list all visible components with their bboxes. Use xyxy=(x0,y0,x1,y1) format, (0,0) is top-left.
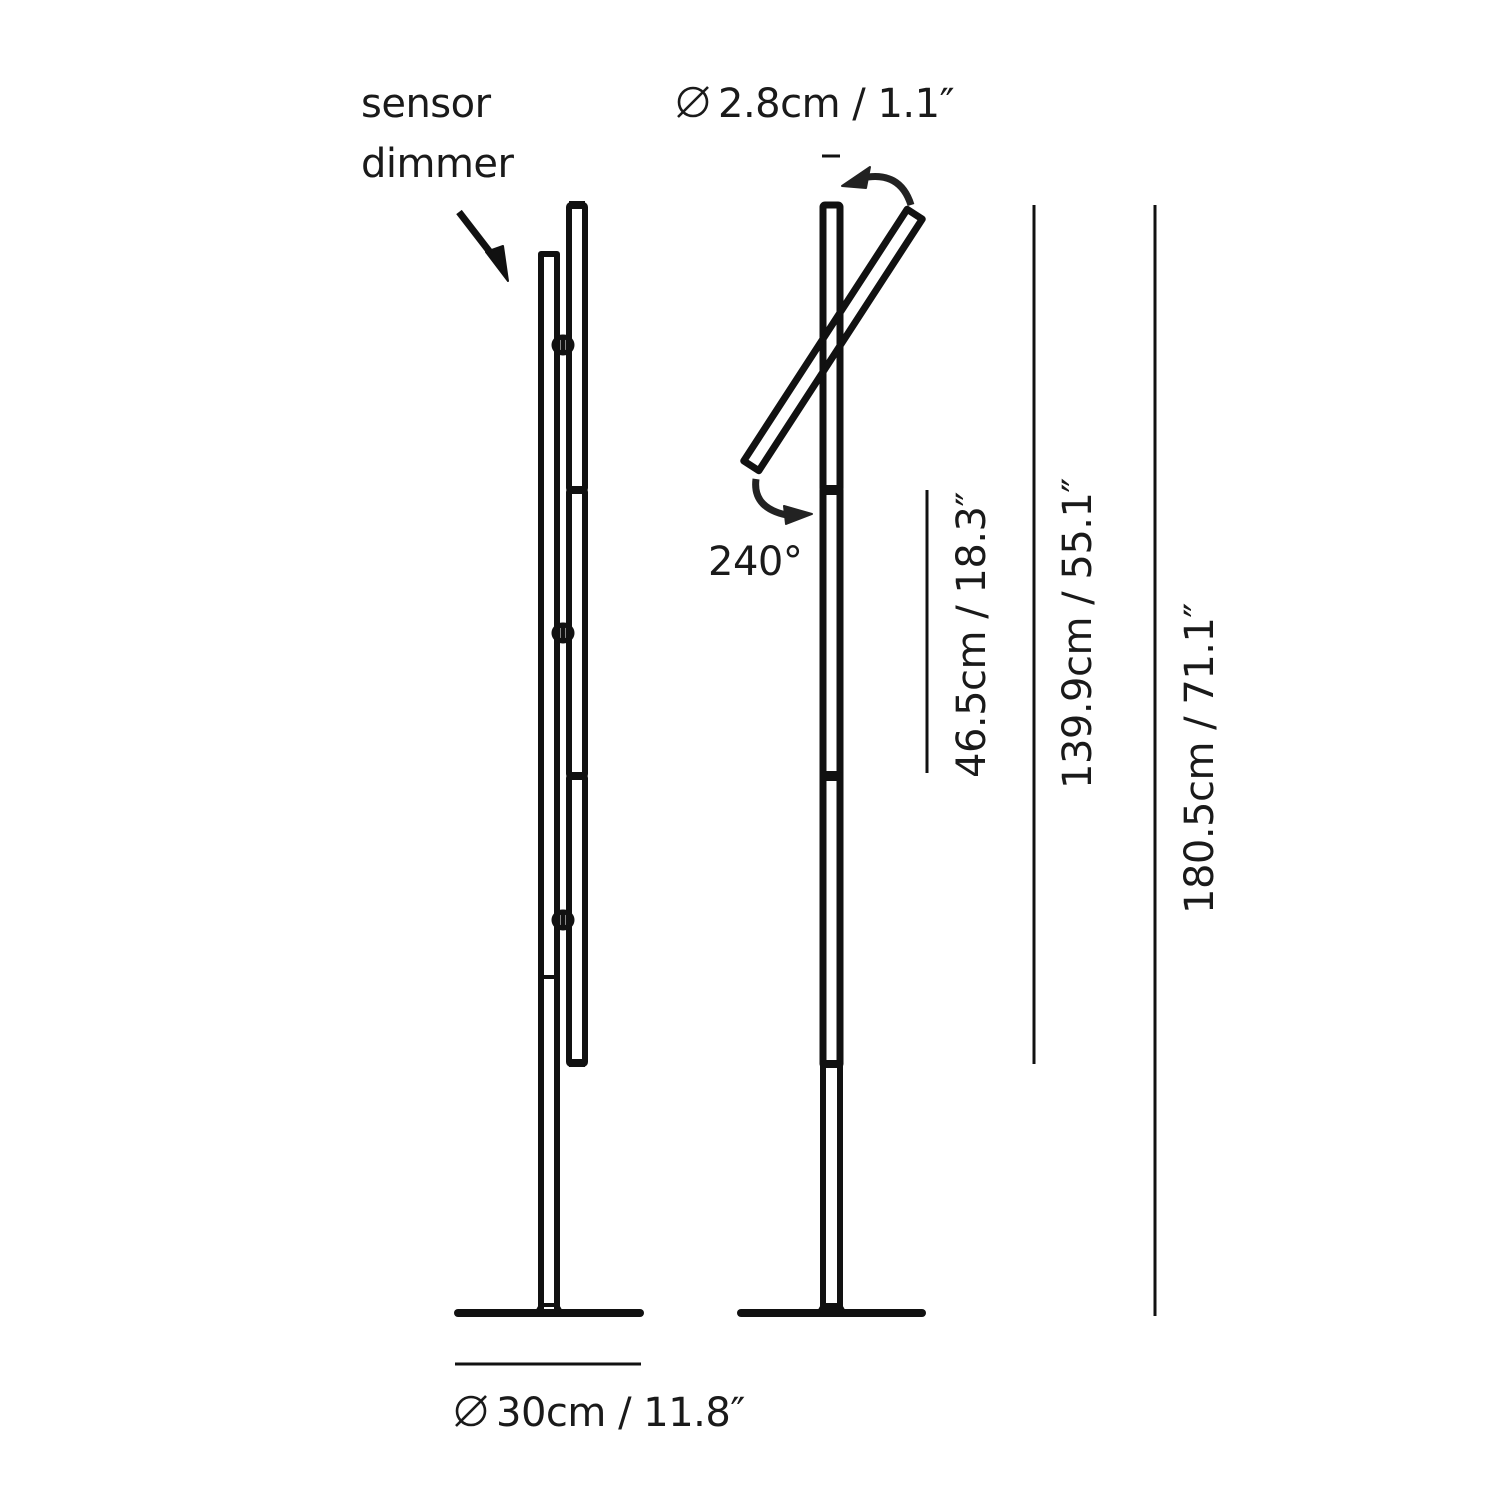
front-view-segment-3 xyxy=(819,772,844,1068)
sensor-arrow-icon xyxy=(456,209,509,282)
side-view-main-pole xyxy=(538,251,560,1315)
front-view-lamp xyxy=(737,201,926,1317)
front-view-segment-2 xyxy=(819,486,844,780)
side-view-lamp xyxy=(454,201,644,1317)
rotation-angle-label: 240° xyxy=(708,539,803,585)
front-view-rotated-segment xyxy=(740,205,926,475)
total-height-label: 180.5cm / 71.1″ xyxy=(1177,603,1223,914)
tube-diameter-text: 2.8cm / 1.1″ xyxy=(718,81,955,127)
hinge-joints xyxy=(551,334,575,931)
diameter-icon xyxy=(454,1394,488,1428)
tube-diameter-label: 2.8cm / 1.1″ xyxy=(676,81,955,127)
light-height-label: 139.9cm / 55.1″ xyxy=(1055,478,1101,789)
segment-height-label: 46.5cm / 18.3″ xyxy=(949,492,995,778)
front-view-pole xyxy=(820,1061,843,1311)
rotation-arrows-icon xyxy=(752,166,915,525)
dimmer-label: dimmer xyxy=(361,141,514,187)
sensor-label: sensor xyxy=(361,81,491,127)
diameter-icon xyxy=(676,85,710,119)
base-diameter-label: 30cm / 11.8″ xyxy=(454,1393,745,1433)
base-diameter-text: 30cm / 11.8″ xyxy=(496,1390,745,1436)
